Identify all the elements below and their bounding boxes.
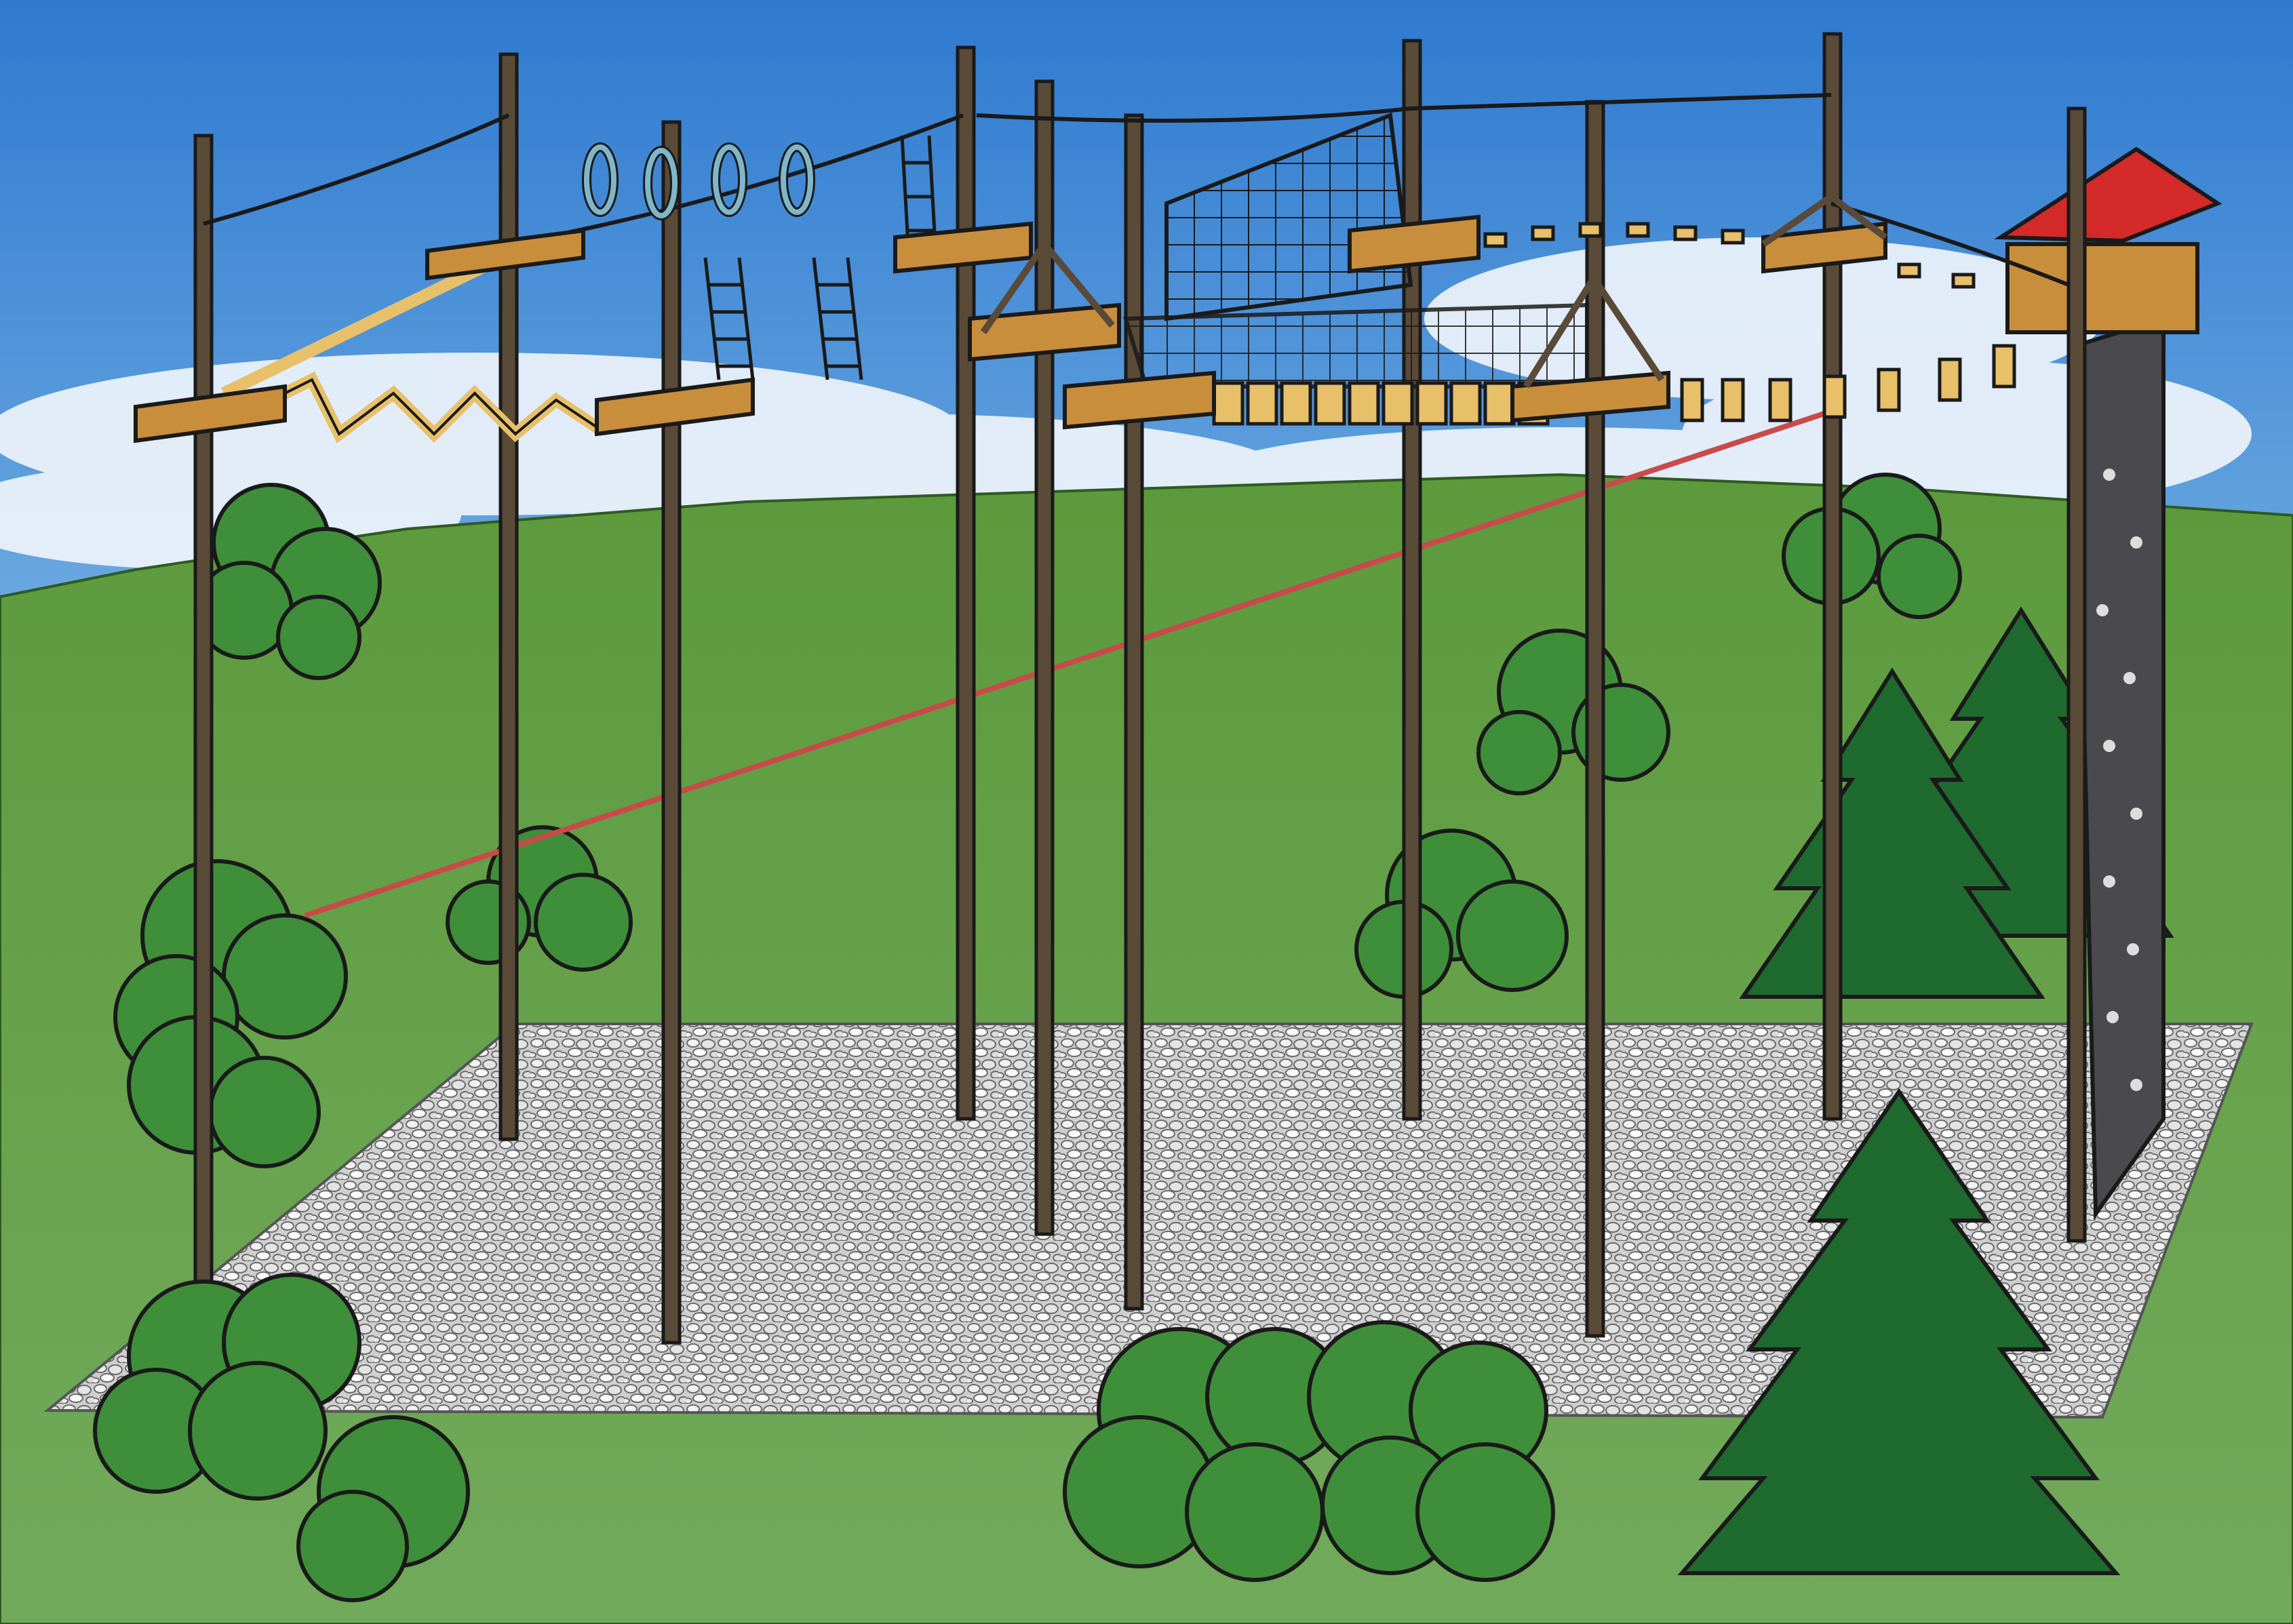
tower-icon xyxy=(1994,146,2222,1221)
pole-icon xyxy=(2066,106,2087,1243)
pole-icon xyxy=(1124,113,1144,1311)
pole-icon xyxy=(498,52,519,1141)
platforms xyxy=(134,214,1887,443)
tree-icon xyxy=(1063,1327,1345,1582)
pole-icon xyxy=(1034,79,1055,1236)
tower-deck xyxy=(2005,242,2199,334)
tree-icon xyxy=(1307,1320,1555,1582)
tree-icon xyxy=(195,483,382,680)
pine-tree-icon xyxy=(1677,1088,2121,1575)
foreground-trees xyxy=(93,1273,1555,1602)
pole-icon xyxy=(1402,39,1422,1121)
platform-icon xyxy=(595,377,755,437)
diagonal-beam xyxy=(221,258,491,399)
pine-tree-icon xyxy=(1739,667,2045,999)
platform-icon xyxy=(1510,370,1670,423)
platform-icon xyxy=(1063,370,1216,430)
platform-icon xyxy=(1761,221,1887,274)
platform-icon xyxy=(1348,214,1481,274)
platform-icon xyxy=(968,302,1121,362)
hanging-steps xyxy=(1483,222,1976,289)
climbing-holds xyxy=(2096,469,2142,1091)
log-steps xyxy=(1680,344,2016,422)
tree-icon xyxy=(113,859,348,1168)
background-trees xyxy=(113,473,1962,1168)
tree-icon xyxy=(1782,473,1962,619)
platform-icon xyxy=(425,228,585,281)
tree-icon xyxy=(93,1273,470,1602)
platform-icon xyxy=(893,221,1033,274)
support-struts xyxy=(980,192,1887,389)
ladders xyxy=(703,135,938,380)
pole-icon xyxy=(193,134,214,1304)
platform-icon xyxy=(134,384,287,443)
pole-icon xyxy=(661,120,682,1345)
poles xyxy=(193,32,2087,1345)
pole-icon xyxy=(1822,32,1843,1121)
pole-icon xyxy=(956,45,976,1121)
